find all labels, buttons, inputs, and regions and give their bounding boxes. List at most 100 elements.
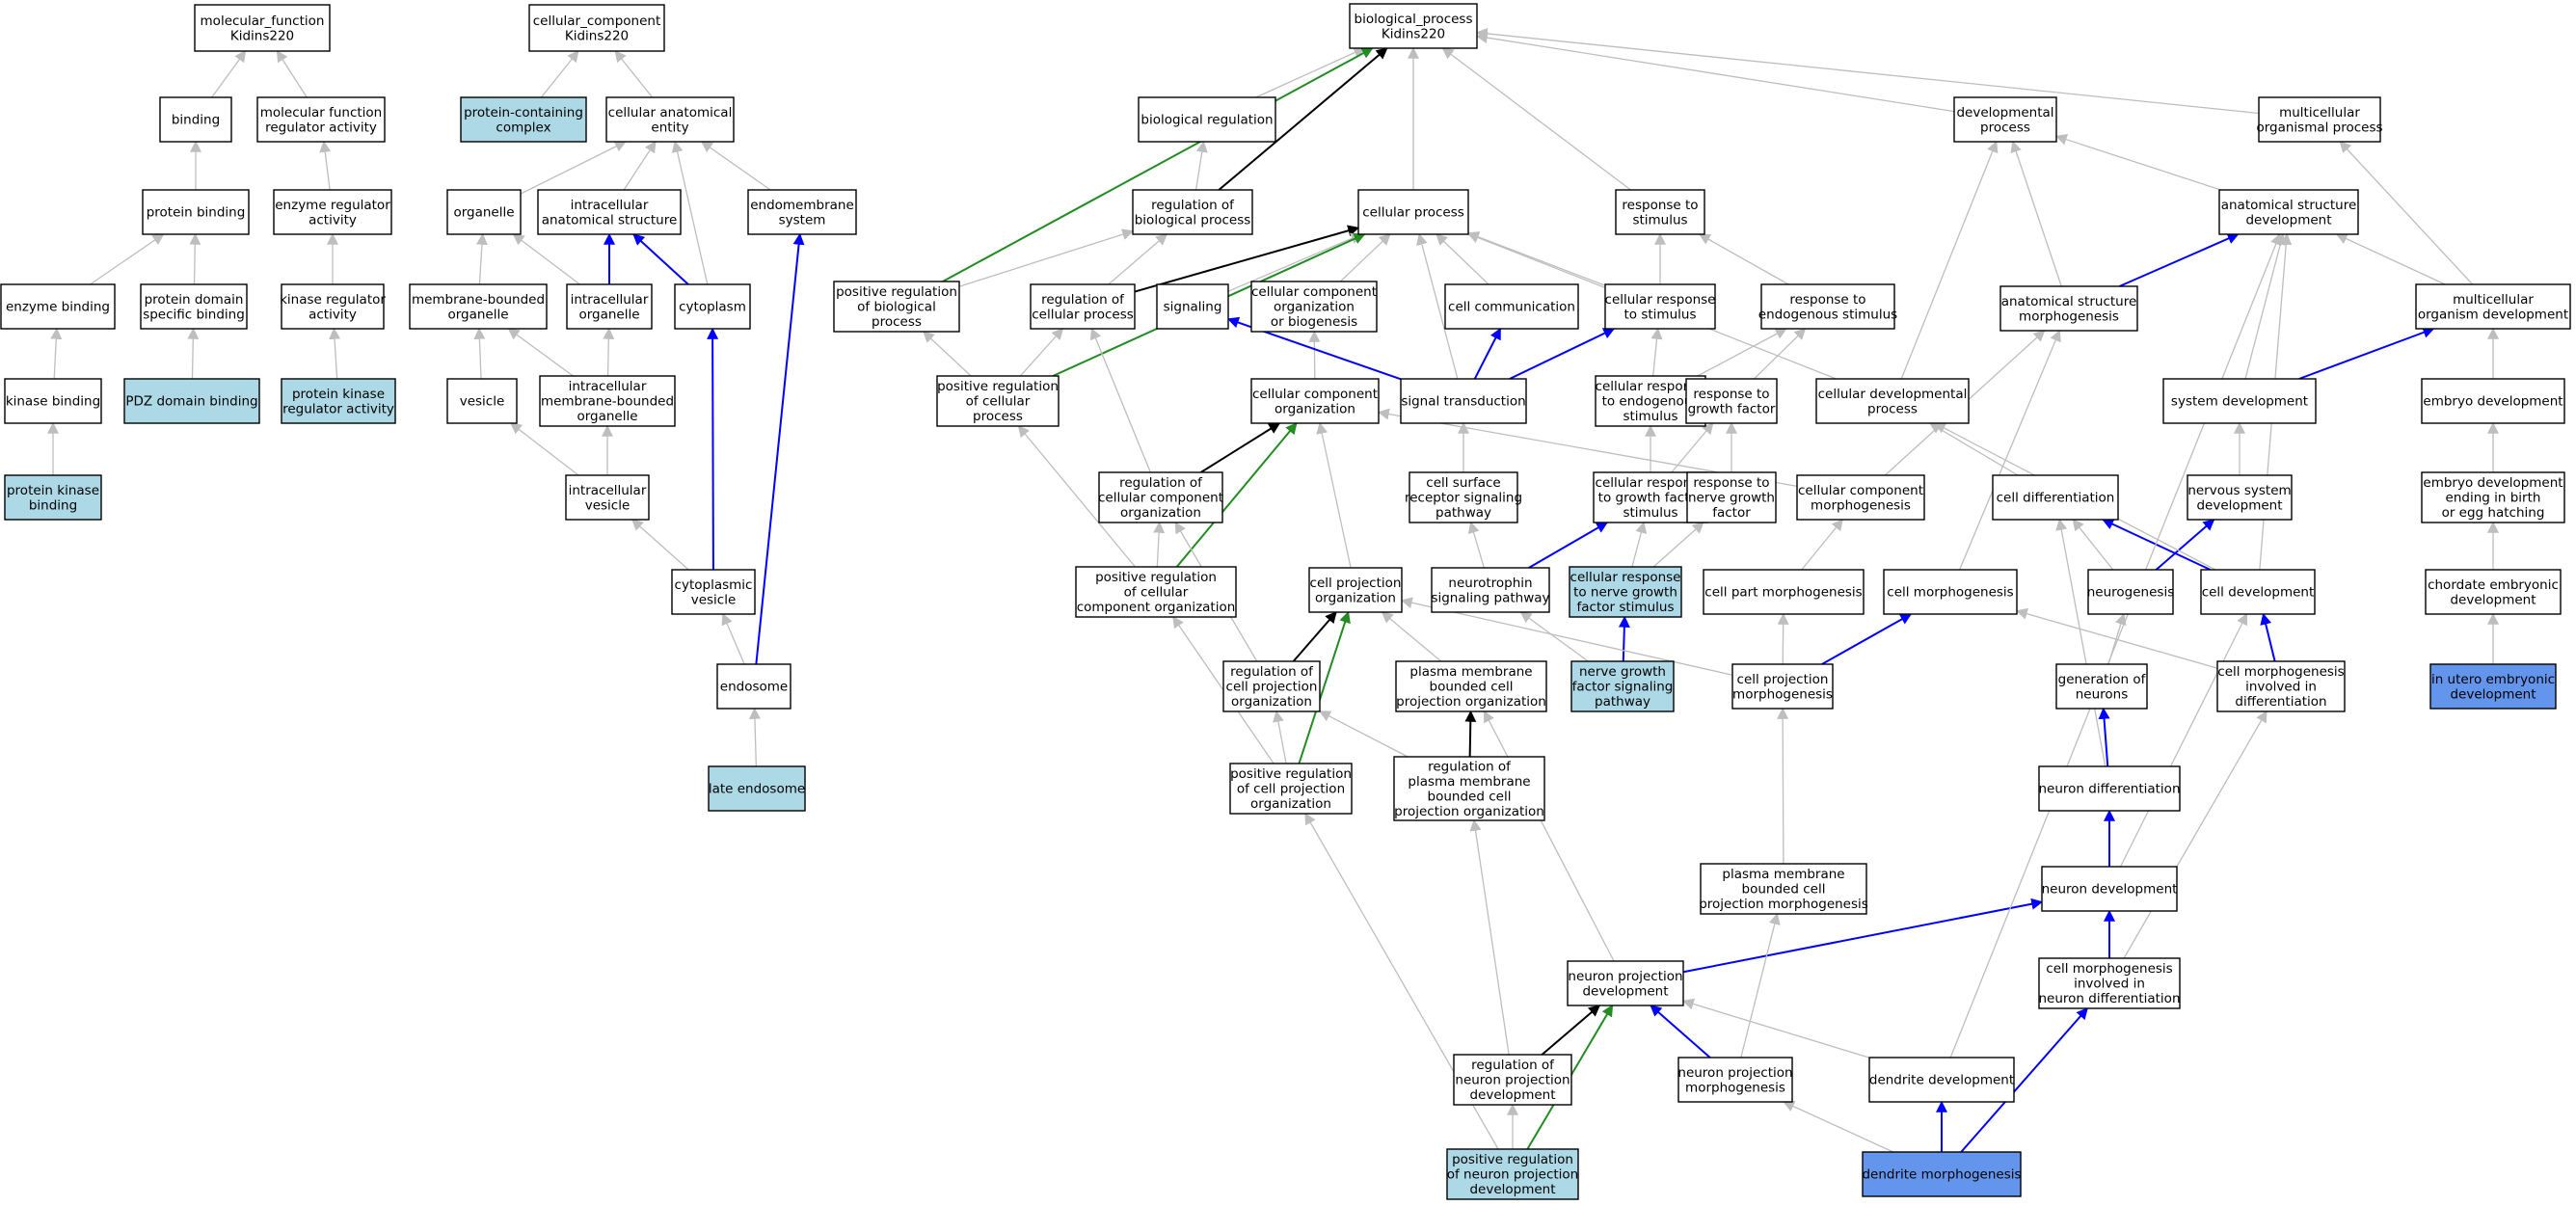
node-organelle[interactable]: organelle <box>446 189 522 235</box>
node-endosome[interactable]: endosome <box>716 663 792 710</box>
node-box <box>2429 663 2557 710</box>
node-cpm[interactable]: cell part morphogenesis <box>1703 569 1865 615</box>
edge-cmind-to-cmid <box>2123 710 2267 959</box>
node-protbind[interactable]: protein binding <box>142 189 250 235</box>
edge-regcco-to-cco <box>1200 422 1281 473</box>
node-label: neuron differentiation <box>2039 991 2181 1006</box>
edge-kinbind-to-enzbind <box>50 327 63 380</box>
node-label: regulator activity <box>265 120 377 135</box>
node-vesicle[interactable]: vesicle <box>446 378 518 424</box>
node-celldev[interactable]: cell development <box>2200 569 2316 615</box>
node-kinbind[interactable]: kinase binding <box>4 378 102 424</box>
node-label: cell morphogenesis <box>1887 585 2013 601</box>
node-celldiff[interactable]: cell differentiation <box>1992 474 2119 521</box>
node-box <box>1444 283 1579 330</box>
node-cellproc[interactable]: cellular process <box>1357 189 1469 235</box>
node-denmorph[interactable]: dendrite morphogenesis <box>1862 1151 2022 1197</box>
node-binding[interactable]: binding <box>159 96 232 143</box>
node-neurdev[interactable]: neuron development <box>2041 866 2178 912</box>
node-cytoplasm[interactable]: cytoplasm <box>674 283 751 330</box>
node-pdz[interactable]: PDZ domain binding <box>123 378 260 424</box>
node-sysdev[interactable]: system development <box>2162 378 2317 424</box>
node-dendev[interactable]: dendrite development <box>1868 1057 2015 1103</box>
node-label: development <box>2196 497 2282 513</box>
edge-ntsp-to-csrsp <box>1467 521 1485 569</box>
node-cellcomm[interactable]: cell communication <box>1444 283 1579 330</box>
node-lateendo[interactable]: late endosome <box>708 765 806 812</box>
node-label: endosome <box>720 680 788 695</box>
edge-cytovesicle-to-intravesicle <box>631 519 689 571</box>
node-box <box>1615 189 1705 235</box>
node-embdev[interactable]: embryo development <box>2421 378 2565 424</box>
node-cellmorph[interactable]: cell morphogenesis <box>1883 569 2018 615</box>
edge-sysdev-to-mod <box>2298 327 2435 380</box>
node-signaling[interactable]: signaling <box>1156 283 1229 330</box>
node-enzbind[interactable]: enzyme binding <box>0 283 116 330</box>
node-bioreg[interactable]: biological regulation <box>1138 96 1276 143</box>
node-neurogen[interactable]: neurogenesis <box>2087 569 2175 615</box>
node-neurdiff[interactable]: neuron differentiation <box>2038 765 2181 812</box>
node-sigtrans[interactable]: signal transduction <box>1400 378 1527 424</box>
